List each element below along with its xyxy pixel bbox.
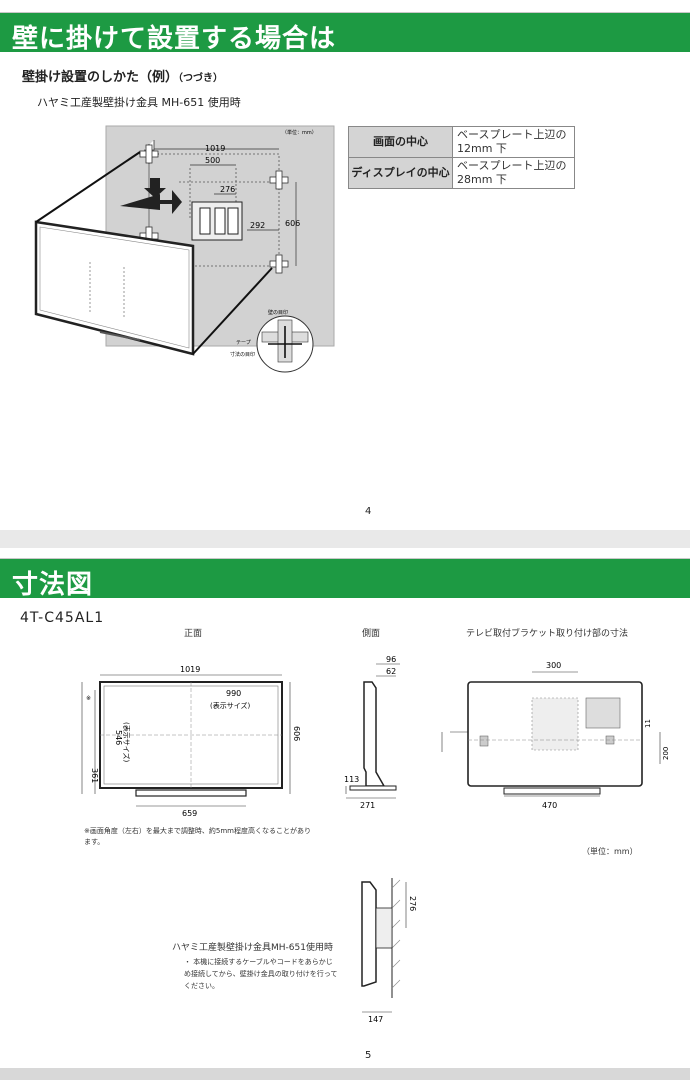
- section-banner: 壁に掛けて設置する場合は: [0, 12, 690, 54]
- wall-bracket: [191, 201, 243, 241]
- svg-text:606: 606: [292, 726, 301, 741]
- svg-text:361: 361: [90, 768, 99, 783]
- wall-mount-illustration: 1019 500 276 606 292 （単位：mm）: [34, 125, 335, 373]
- view-label-bracket: テレビ取付ブラケット取り付け部の寸法: [466, 629, 629, 639]
- table-row: 画面の中心 ベースプレート上辺の12mm 下: [348, 126, 575, 158]
- bottom-separator: [0, 1068, 690, 1080]
- callout-top: 壁の目印: [268, 309, 288, 316]
- page-5: 寸法図 4T-C45AL1 正面 側面 テレビ取付ブラケット取り付け部の寸法 1…: [0, 548, 690, 1080]
- svg-text:124: 124: [440, 736, 442, 750]
- svg-text:470: 470: [542, 801, 557, 810]
- dim-inner: 500: [205, 156, 220, 165]
- callout-tape: テープ: [236, 340, 251, 346]
- section-banner: 寸法図: [0, 558, 690, 600]
- row-label: 画面の中心: [348, 126, 453, 158]
- back-view-diagram: 300 11 124 200 470: [440, 661, 670, 810]
- svg-text:546: 546: [114, 730, 123, 745]
- svg-text:659: 659: [182, 809, 197, 818]
- row-label: ディスプレイの中心: [348, 157, 453, 189]
- page-number: 4: [365, 506, 372, 517]
- svg-text:276: 276: [408, 896, 417, 911]
- tv-stand: [135, 789, 247, 797]
- model-name: 4T-C45AL1: [20, 610, 105, 626]
- center-reference-table: 画面の中心 ベースプレート上辺の12mm 下 ディスプレイの中心 ベースプレート…: [348, 126, 575, 189]
- svg-text:※: ※: [86, 695, 91, 702]
- page-title: 寸法図: [12, 570, 94, 600]
- dim-width: 1019: [205, 144, 225, 153]
- mount-arrow-icon: [120, 190, 182, 214]
- dim-offset: 292: [250, 221, 265, 230]
- subtitle: 壁掛け設置のしかた（例）（つづき）: [22, 70, 224, 85]
- unit-note: （単位：mm）: [282, 129, 317, 136]
- wall-note: ・ 本機に接続するケーブルやコードをあらかじめ接続してから、壁掛け金具の取り付け…: [184, 958, 338, 990]
- callout-mark: 寸法の目印: [230, 351, 255, 358]
- svg-text:11: 11: [644, 719, 652, 728]
- table-row: ディスプレイの中心 ベースプレート上辺の28mm 下: [348, 157, 575, 189]
- svg-text:300: 300: [546, 661, 561, 670]
- tv-side-profile: [363, 681, 386, 787]
- page-title: 壁に掛けて設置する場合は: [12, 24, 337, 54]
- angle-note: ※画面角度（左右）を最大まで調整時、約5mm程度高くなることがあります。: [84, 827, 311, 846]
- front-view-diagram: 1019 990 (表示サイズ) 648 ※ 546 (表示サイズ) 361 6…: [81, 665, 301, 818]
- wall-mount-side-diagram: 276 147: [361, 878, 417, 1024]
- row-value: ベースプレート上辺の28mm 下: [452, 157, 575, 189]
- bracket-heading: ハヤミ工産製壁掛け金具 MH-651 使用時: [37, 96, 241, 109]
- mark-crosses: [139, 140, 289, 274]
- svg-text:1019: 1019: [180, 665, 200, 674]
- svg-text:200: 200: [662, 747, 670, 760]
- dim-height: 606: [285, 219, 300, 228]
- wall-heading: ハヤミ工産製壁掛け金具MH-651使用時: [172, 943, 333, 953]
- tv-illustration: [34, 220, 195, 356]
- view-label-side: 側面: [362, 629, 381, 639]
- page-separator: [0, 530, 690, 548]
- unit-label: （単位：mm）: [582, 847, 638, 856]
- dim-center: 276: [220, 185, 235, 194]
- view-label-front: 正面: [184, 629, 203, 639]
- svg-text:62: 62: [386, 667, 396, 676]
- side-view-diagram: 96 62 113 271: [344, 655, 400, 810]
- svg-text:271: 271: [360, 801, 375, 810]
- page-4: 壁に掛けて設置する場合は 壁掛け設置のしかた（例）（つづき） ハヤミ工産製壁掛け…: [0, 0, 690, 530]
- svg-text:147: 147: [368, 1015, 383, 1024]
- page-number: 5: [365, 1050, 372, 1061]
- svg-text:(表示サイズ): (表示サイズ): [122, 722, 131, 763]
- svg-text:96: 96: [386, 655, 396, 664]
- tv-wall-profile: [361, 881, 377, 987]
- svg-text:(表示サイズ): (表示サイズ): [210, 701, 251, 710]
- svg-text:113: 113: [344, 775, 359, 784]
- svg-text:990: 990: [226, 689, 241, 698]
- row-value: ベースプレート上辺の12mm 下: [452, 126, 575, 158]
